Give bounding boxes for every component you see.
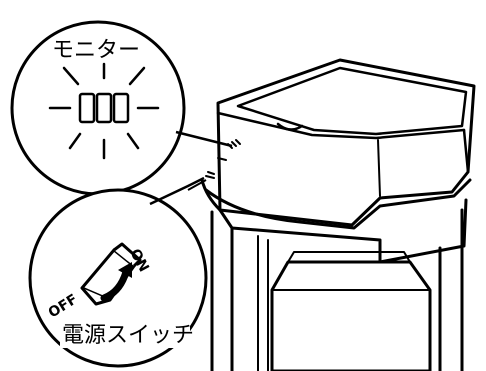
- monitor-callout: モニター: [10, 20, 233, 196]
- rotate-arrow-icon: [100, 262, 132, 302]
- power-switch-callout: OFF ON 電源スイッチ: [28, 176, 208, 368]
- monitor-label: モニター: [52, 38, 140, 63]
- power-switch-leader-line: [149, 176, 205, 206]
- appliance-body: [210, 208, 464, 371]
- monitor-marks: [205, 139, 241, 179]
- monitor-leader-line: [175, 130, 233, 148]
- light-rays-icon: [48, 62, 160, 160]
- rocker-switch-icon: [80, 242, 142, 306]
- appliance-lid: [200, 58, 476, 264]
- monitor-indicator-icon: [78, 92, 130, 124]
- power-switch-label: 電源スイッチ: [62, 323, 194, 348]
